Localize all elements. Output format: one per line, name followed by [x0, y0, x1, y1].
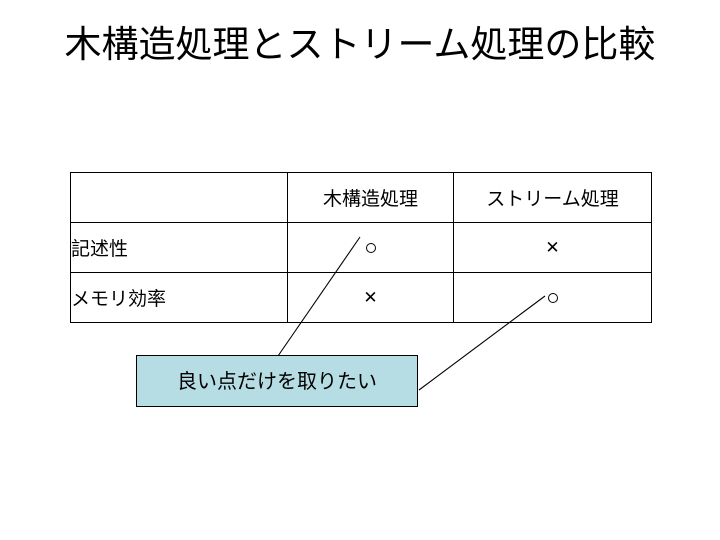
- cell-descriptiveness-tree: [287, 222, 454, 273]
- comparison-table: 木構造処理 ストリーム処理 記述性 ✕ メモリ効率 ✕: [70, 172, 652, 323]
- callout-text: 良い点だけを取りたい: [177, 369, 377, 393]
- table-row: メモリ効率 ✕: [70, 272, 652, 323]
- callout-box: 良い点だけを取りたい: [136, 355, 418, 407]
- cross-mark-icon: ✕: [363, 287, 378, 308]
- page-title: 木構造処理とストリーム処理の比較: [64, 23, 656, 66]
- table-header-cell-stream: ストリーム処理: [453, 172, 652, 223]
- circle-mark-icon: [365, 243, 376, 253]
- row-label-memory-efficiency: メモリ効率: [70, 272, 288, 323]
- table-header-cell-tree: 木構造処理: [287, 172, 454, 223]
- cell-descriptiveness-stream: ✕: [453, 222, 652, 273]
- cell-memory-stream: [453, 272, 652, 323]
- cell-memory-tree: ✕: [287, 272, 454, 323]
- table-header-row: 木構造処理 ストリーム処理: [70, 172, 652, 223]
- table-row: 記述性 ✕: [70, 222, 652, 273]
- table-header-cell-blank: [70, 172, 288, 223]
- circle-mark-icon: [547, 293, 558, 303]
- cross-mark-icon: ✕: [545, 237, 560, 258]
- row-label-descriptiveness: 記述性: [70, 222, 288, 273]
